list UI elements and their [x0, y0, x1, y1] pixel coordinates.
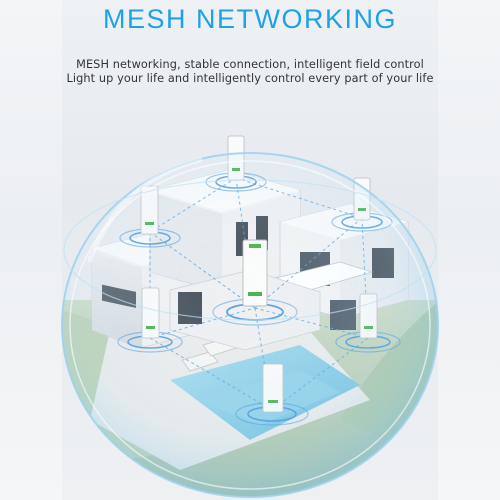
subtitle-line-2: Light up your life and intelligently con…	[66, 72, 434, 85]
subtitle-line-1: MESH networking, stable connection, inte…	[76, 58, 424, 71]
page-title: MESH NETWORKING	[102, 4, 397, 34]
glass-sphere	[61, 152, 439, 498]
